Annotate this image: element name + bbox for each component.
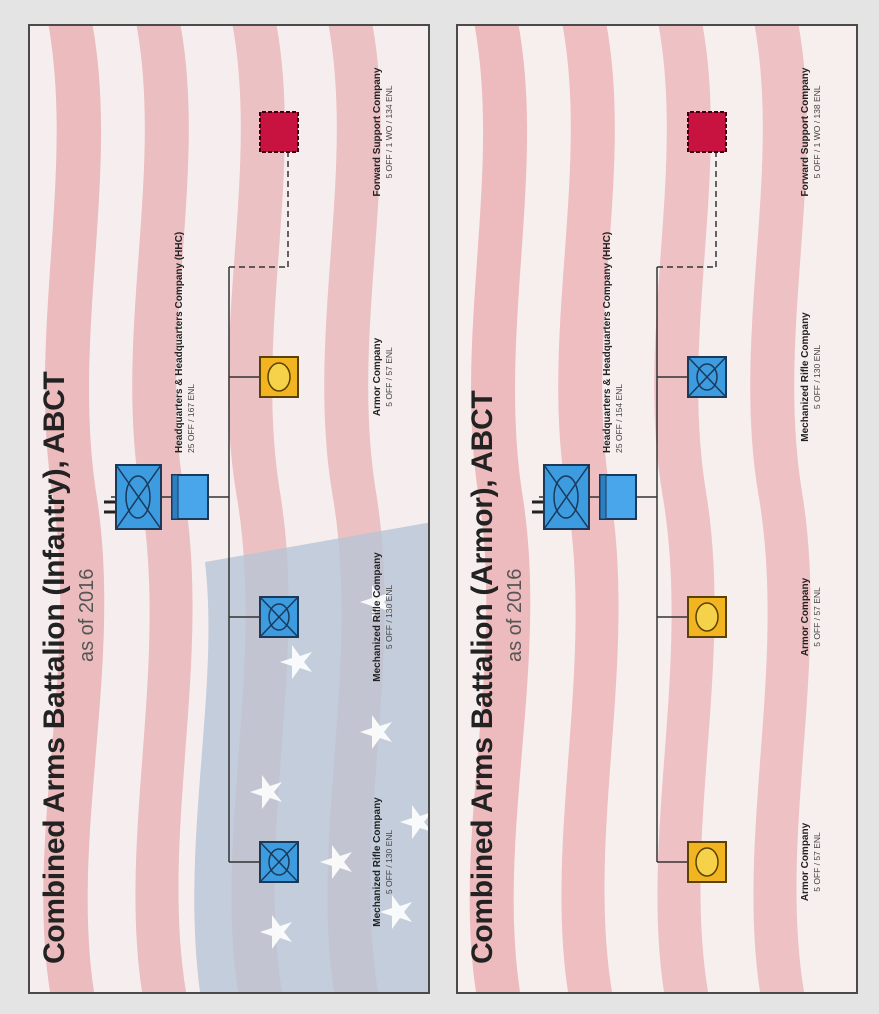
company-strength: 5 OFF / 1 WO / 138 ENL — [812, 85, 822, 179]
company-strength: 5 OFF / 130 ENL — [812, 344, 822, 410]
armor-icon — [687, 596, 727, 638]
support-icon — [687, 111, 727, 153]
company-name: Mechanized Rifle Company — [800, 312, 811, 442]
hhc-name: Headquarters & Headquarters Company (HHC… — [174, 231, 185, 453]
mechanized-infantry-icon — [259, 596, 299, 638]
company-name: Mechanized Rifle Company — [372, 552, 383, 682]
company-strength: 5 OFF / 57 ENL — [812, 832, 822, 892]
hhc-strength: 25 OFF / 154 ENL — [614, 384, 624, 453]
company-name: Forward Support Company — [372, 67, 383, 197]
company-strength: 5 OFF / 57 ENL — [384, 347, 394, 407]
company-name: Armor Company — [800, 577, 811, 657]
company-name: Armor Company — [800, 822, 811, 902]
hhc-name: Headquarters & Headquarters Company (HHC… — [602, 231, 613, 453]
hhc-strength: 25 OFF / 167 ENL — [186, 384, 196, 453]
armor-icon — [687, 841, 727, 883]
company-name: Armor Company — [372, 337, 383, 417]
mechanized-infantry-icon — [687, 356, 727, 398]
company-strength: 5 OFF / 57 ENL — [812, 587, 822, 647]
flag-background — [458, 24, 858, 992]
armor-icon — [259, 356, 299, 398]
company-strength: 5 OFF / 1 WO / 134 ENL — [384, 85, 394, 179]
panel-title: Combined Arms Battalion (Infantry), ABCT — [38, 371, 71, 964]
flag-background — [30, 24, 430, 992]
panel-subtitle: as of 2016 — [76, 568, 98, 662]
hhc-icon — [171, 474, 209, 520]
company-strength: 5 OFF / 130 ENL — [384, 584, 394, 650]
hhc-icon — [599, 474, 637, 520]
battalion-mechanized-infantry-icon — [104, 464, 162, 530]
company-name: Mechanized Rifle Company — [372, 797, 383, 927]
battalion-mechanized-infantry-icon — [532, 464, 590, 530]
panel-subtitle: as of 2016 — [504, 568, 526, 662]
panel-title: Combined Arms Battalion (Armor), ABCT — [466, 390, 499, 964]
company-name: Forward Support Company — [800, 67, 811, 197]
panel-infantry: Combined Arms Battalion (Infantry), ABCT… — [28, 24, 430, 994]
mechanized-infantry-icon — [259, 841, 299, 883]
company-strength: 5 OFF / 130 ENL — [384, 829, 394, 895]
panel-armor: Combined Arms Battalion (Armor), ABCT as… — [456, 24, 858, 994]
support-icon — [259, 111, 299, 153]
